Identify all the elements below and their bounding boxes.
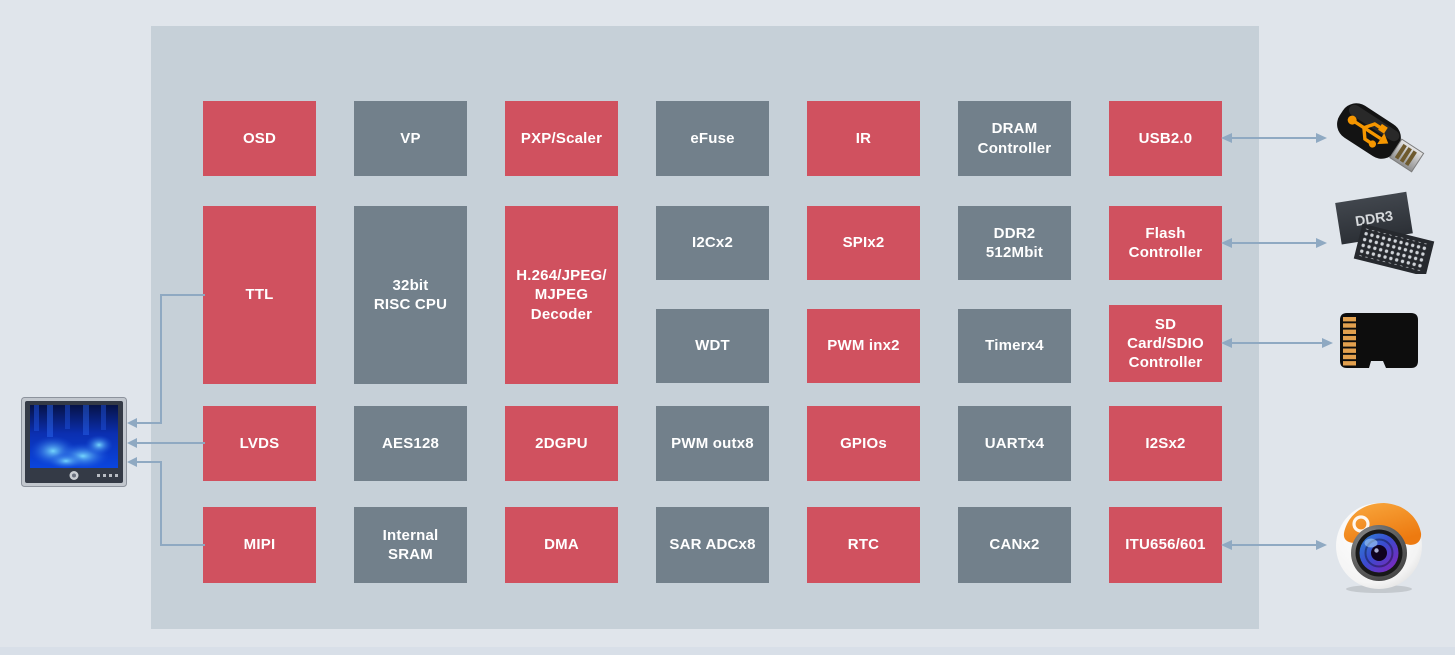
- ttl-to-display-line: [137, 294, 205, 424]
- display-connector-lines: [127, 294, 205, 546]
- block-osd: OSD: [203, 101, 316, 176]
- block-sar-adc: SAR ADCx8: [656, 507, 769, 583]
- arrowhead-right-icon: [1316, 238, 1327, 248]
- flash-bidirectional-arrow: [1221, 237, 1327, 249]
- block-i2c: I2Cx2: [656, 206, 769, 280]
- block-2dgpu: 2DGPU: [505, 406, 618, 481]
- micro-sd-card-icon: [1340, 313, 1418, 368]
- block-lvds: LVDS: [203, 406, 316, 481]
- arrowhead-right-icon: [1322, 338, 1333, 348]
- block-pwm-in: PWM inx2: [807, 309, 920, 383]
- mipi-to-display-line: [137, 461, 205, 546]
- arrowhead-right-icon: [1316, 133, 1327, 143]
- lcd-monitor-icon: [21, 397, 127, 487]
- block-internal-sram: Internal SRAM: [354, 507, 467, 583]
- block-uart: UARTx4: [958, 406, 1071, 481]
- ddr3-chip-label: DDR3: [1354, 207, 1394, 229]
- block-i2s: I2Sx2: [1109, 406, 1222, 481]
- ddr3-memory-chip-icon: DDR3: [1335, 191, 1435, 274]
- usb-flash-drive-icon: [1337, 103, 1425, 173]
- block-spi: SPIx2: [807, 206, 920, 280]
- arrowhead-left-icon: [127, 438, 137, 448]
- block-dma: DMA: [505, 507, 618, 583]
- block-flash-controller: Flash Controller: [1109, 206, 1222, 280]
- block-sd-sdio-controller: SD Card/SDIO Controller: [1109, 305, 1222, 382]
- usb-bidirectional-arrow: [1221, 132, 1327, 144]
- block-rtc: RTC: [807, 507, 920, 583]
- arrowhead-right-icon: [1316, 540, 1327, 550]
- sd-bidirectional-arrow: [1221, 337, 1333, 349]
- block-efuse: eFuse: [656, 101, 769, 176]
- block-itu656-601: ITU656/601: [1109, 507, 1222, 583]
- arrow-line: [1232, 242, 1316, 244]
- arrowhead-left-icon: [1221, 133, 1232, 143]
- arrowhead-left-icon: [127, 457, 137, 467]
- block-vp: VP: [354, 101, 467, 176]
- block-h264-decoder: H.264/JPEG/ MJPEG Decoder: [505, 206, 618, 384]
- camera-bidirectional-arrow: [1221, 539, 1327, 551]
- arrow-line: [1232, 544, 1316, 546]
- block-ir: IR: [807, 101, 920, 176]
- bottom-strip: [0, 647, 1455, 655]
- block-risc-cpu: 32bit RISC CPU: [354, 206, 467, 384]
- arrow-line: [1232, 137, 1316, 139]
- sd-card-pins: [1343, 317, 1356, 366]
- arrowhead-left-icon: [127, 418, 137, 428]
- block-wdt: WDT: [656, 309, 769, 383]
- block-ddr2: DDR2 512Mbit: [958, 206, 1071, 280]
- arrowhead-left-icon: [1221, 238, 1232, 248]
- usb-trident-icon: [1347, 115, 1382, 145]
- block-pxp-scaler: PXP/Scaler: [505, 101, 618, 176]
- arrow-line: [1232, 342, 1322, 344]
- block-usb2: USB2.0: [1109, 101, 1222, 176]
- block-gpios: GPIOs: [807, 406, 920, 481]
- block-pwm-out: PWM outx8: [656, 406, 769, 481]
- block-timer: Timerx4: [958, 309, 1071, 383]
- camera-lens-icon: [1336, 503, 1422, 593]
- block-dram-controller: DRAM Controller: [958, 101, 1071, 176]
- block-ttl: TTL: [203, 206, 316, 384]
- arrowhead-left-icon: [1221, 338, 1232, 348]
- block-mipi: MIPI: [203, 507, 316, 583]
- arrowhead-left-icon: [1221, 540, 1232, 550]
- block-aes128: AES128: [354, 406, 467, 481]
- block-can: CANx2: [958, 507, 1071, 583]
